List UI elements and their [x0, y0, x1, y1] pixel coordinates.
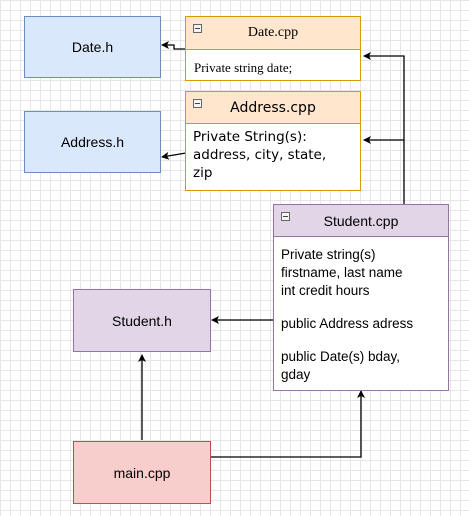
edge-maincpp-to-studentcpp — [211, 390, 365, 458]
date-cpp-card[interactable]: Date.cpp Private string date; — [185, 16, 361, 81]
student-cpp-header: Student.cpp — [274, 205, 448, 237]
main-cpp-node[interactable]: main.cpp — [73, 441, 211, 504]
spacer — [281, 333, 442, 348]
address-cpp-card[interactable]: Address.cpp Private String(s): address, … — [185, 91, 361, 191]
address-cpp-header: Address.cpp — [186, 92, 360, 124]
student-cpp-title: Student.cpp — [323, 212, 399, 229]
address-cpp-body: Private String(s): address, city, state,… — [186, 124, 360, 182]
date-cpp-body: Private string date; — [186, 50, 360, 76]
date-cpp-title: Date.cpp — [247, 25, 299, 40]
date-h-node[interactable]: Date.h — [24, 16, 161, 78]
date-cpp-header: Date.cpp — [186, 17, 360, 50]
address-h-node[interactable]: Address.h — [24, 111, 161, 173]
student-cpp-line: Private string(s) — [281, 247, 376, 262]
collapse-icon[interactable] — [193, 24, 202, 33]
student-cpp-line: public Date(s) bday, — [281, 349, 401, 364]
address-cpp-line: Private String(s): — [193, 129, 307, 145]
student-cpp-line: firstname, last name — [281, 265, 403, 280]
edge-datecpp-to-dateh — [161, 41, 186, 50]
collapse-icon[interactable] — [193, 99, 202, 108]
collapse-icon[interactable] — [281, 212, 290, 221]
date-cpp-line: Private string date; — [194, 60, 293, 75]
spacer — [281, 300, 442, 315]
student-h-node[interactable]: Student.h — [73, 289, 211, 352]
address-cpp-title: Address.cpp — [230, 99, 316, 116]
address-cpp-line: address, city, state, — [193, 147, 327, 163]
student-cpp-line: public Address adress — [281, 316, 414, 331]
address-cpp-line: zip — [193, 165, 213, 181]
date-h-label: Date.h — [71, 39, 114, 55]
edge-addresscpp-to-addressh — [161, 151, 187, 160]
address-h-label: Address.h — [60, 134, 125, 150]
student-cpp-body: Private string(s) firstname, last name i… — [274, 237, 448, 384]
edge-studentcpp-to-datecpp — [363, 52, 405, 204]
student-cpp-line: gday — [281, 367, 311, 382]
student-h-label: Student.h — [112, 312, 172, 329]
student-cpp-line: int credit hours — [281, 283, 370, 298]
main-cpp-label: main.cpp — [113, 464, 171, 481]
student-cpp-card[interactable]: Student.cpp Private string(s) firstname,… — [273, 204, 449, 391]
